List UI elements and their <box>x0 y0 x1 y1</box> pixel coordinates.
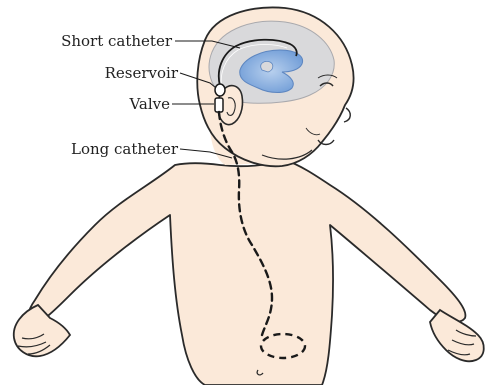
left-hand <box>14 305 70 356</box>
label-valve: Valve <box>128 95 170 113</box>
label-short-catheter: Short catheter <box>61 32 173 50</box>
torso <box>28 160 466 385</box>
label-reservoir: Reservoir <box>105 64 179 82</box>
valve <box>215 98 223 112</box>
reservoir <box>215 84 225 96</box>
ventricle-horn <box>261 61 273 72</box>
nose <box>344 108 350 122</box>
label-long-catheter: Long catheter <box>71 140 179 158</box>
